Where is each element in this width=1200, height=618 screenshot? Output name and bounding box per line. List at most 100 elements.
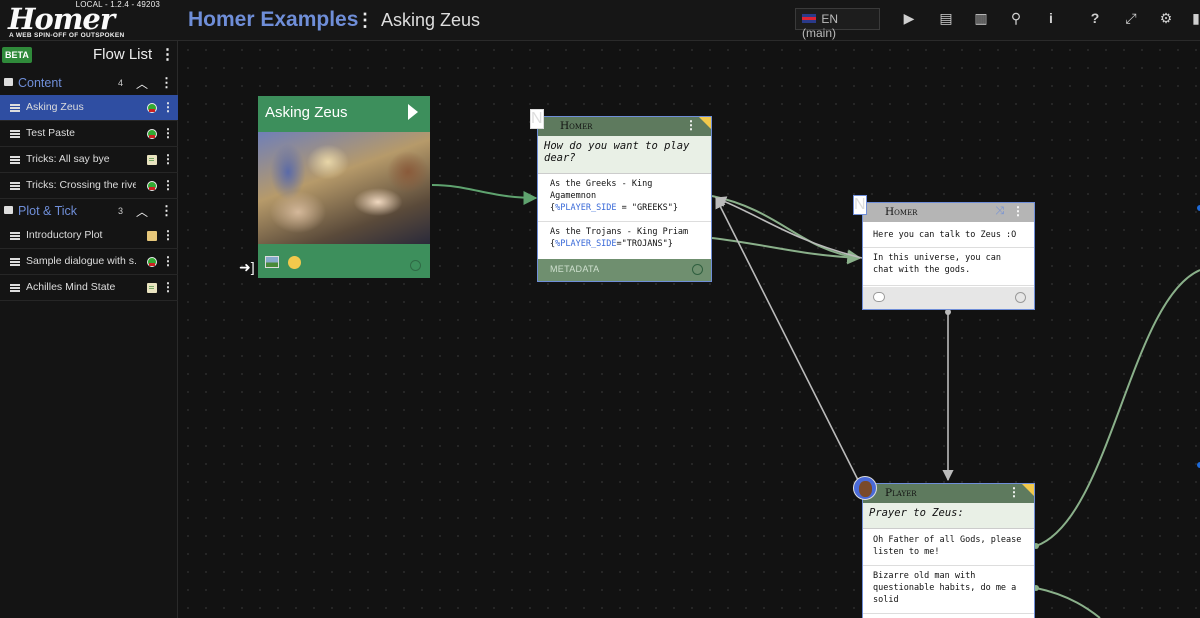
- corner-flag-icon: [1022, 484, 1034, 496]
- metadata-label[interactable]: METADATA: [550, 264, 600, 274]
- play-icon[interactable]: [408, 104, 418, 120]
- image-icon[interactable]: [265, 256, 279, 268]
- option-text: As the Greeks - King Agamemnon: [550, 179, 653, 201]
- language-selector[interactable]: EN (main): [795, 8, 880, 40]
- flow-item-menu-button[interactable]: ⋮: [162, 228, 174, 242]
- random-line-1[interactable]: Here you can talk to Zeus :O: [863, 224, 1034, 248]
- player-option-2[interactable]: Bizarre old man with questionable habits…: [863, 566, 1034, 614]
- folder-plot-and-tick[interactable]: Plot & Tick 3 ︿ ⋮: [0, 201, 178, 223]
- flow-item-asking-zeus[interactable]: Asking Zeus ⋮: [0, 95, 178, 121]
- shuffle-icon[interactable]: ⤨: [995, 205, 1004, 217]
- beta-badge: BETA: [2, 47, 32, 63]
- globe-status-icon: [147, 103, 157, 113]
- comment-icon[interactable]: [873, 292, 885, 302]
- flow-item-tricks-crossing-river[interactable]: Tricks: Crossing the river ⋮: [0, 173, 178, 199]
- node-header[interactable]: Homer ⋮: [538, 117, 711, 136]
- flow-item-test-paste[interactable]: Test Paste ⋮: [0, 121, 178, 147]
- dialogue-node-player[interactable]: Player ⋮ Prayer to Zeus: Oh Father of al…: [862, 483, 1035, 618]
- project-menu-button[interactable]: ⋮: [356, 10, 374, 30]
- drag-handle-icon[interactable]: [10, 104, 20, 112]
- smiley-icon[interactable]: [410, 260, 421, 271]
- folder-menu-button[interactable]: ⋮: [160, 203, 173, 218]
- node-footer: METADATA: [538, 259, 711, 281]
- chevron-up-icon[interactable]: ︿: [136, 77, 149, 91]
- lock-icon[interactable]: ▮: [1192, 10, 1200, 26]
- flow-item-label: Achilles Mind State: [26, 281, 116, 293]
- flow-list-title: Flow List: [93, 46, 153, 63]
- flow-item-sample-dialogue[interactable]: Sample dialogue with s... ⋮: [0, 249, 178, 275]
- option-condition: = "GREEKS"}: [616, 203, 678, 213]
- note-status-icon: [147, 283, 157, 293]
- dialogue-node-homer-random[interactable]: Homer ⤨ ⋮ Here you can talk to Zeus :O I…: [862, 202, 1035, 310]
- folder-count: 4: [118, 78, 124, 88]
- node-menu-button[interactable]: ⋮: [1008, 485, 1020, 499]
- start-node-image: [258, 132, 430, 244]
- flow-item-menu-button[interactable]: ⋮: [162, 178, 174, 192]
- smiley-icon[interactable]: [692, 264, 703, 275]
- folder-icon: [4, 78, 13, 86]
- dialogue-line[interactable]: Prayer to Zeus:: [863, 503, 1034, 529]
- gear-icon[interactable]: ⚙: [1159, 10, 1173, 26]
- drag-handle-icon[interactable]: [10, 284, 20, 292]
- option-variable: %PLAYER_SIDE: [555, 239, 617, 249]
- search-icon[interactable]: ⚲: [1010, 10, 1022, 26]
- option-condition-open: {: [550, 239, 556, 249]
- entry-point-icon: ➜]: [239, 259, 255, 275]
- drag-handle-icon[interactable]: [10, 258, 20, 266]
- flow-item-menu-button[interactable]: ⋮: [162, 152, 174, 166]
- player-option-1[interactable]: Oh Father of all Gods, please listen to …: [863, 529, 1034, 566]
- document-icon[interactable]: ▤: [939, 10, 953, 26]
- logo[interactable]: LOCAL - 1.2.4 - 49203 Homer A WEB SPIN-O…: [0, 0, 178, 41]
- node-menu-button[interactable]: ⋮: [685, 118, 697, 132]
- fullscreen-icon[interactable]: ⤢: [1125, 10, 1137, 26]
- option-text: As the Trojans - King Priam: [550, 227, 689, 237]
- smiley-icon[interactable]: [1015, 292, 1026, 303]
- drag-handle-icon[interactable]: [10, 156, 20, 164]
- folder-content[interactable]: Content 4 ︿ ⋮: [0, 73, 178, 95]
- option-greeks[interactable]: As the Greeks - King Agamemnon {%PLAYER_…: [538, 174, 711, 222]
- help-icon[interactable]: ?: [1090, 10, 1100, 26]
- folder-name: Plot & Tick: [18, 204, 78, 218]
- random-line-2[interactable]: In this universe, you can chat with the …: [863, 248, 1034, 286]
- map-icon[interactable]: ▥: [974, 10, 988, 26]
- play-icon[interactable]: ▶: [903, 10, 915, 26]
- start-node[interactable]: Asking Zeus: [258, 96, 430, 278]
- flow-item-tricks-all-say-bye[interactable]: Tricks: All say bye ⋮: [0, 147, 178, 173]
- drag-handle-icon[interactable]: [10, 182, 20, 190]
- uk-flag-icon: [802, 14, 816, 23]
- node-header[interactable]: Homer ⤨ ⋮: [863, 203, 1034, 222]
- folder-menu-button[interactable]: ⋮: [160, 75, 173, 90]
- folder-name: Content: [18, 76, 62, 90]
- node-header[interactable]: Player ⋮: [863, 484, 1034, 503]
- dialogue-node-homer-question[interactable]: Homer ⋮ How do you want to play dear? As…: [537, 116, 712, 282]
- option-trojans[interactable]: As the Trojans - King Priam {%PLAYER_SID…: [538, 222, 711, 260]
- chevron-up-icon[interactable]: ︿: [136, 205, 149, 219]
- flow-item-label: Tricks: All say bye: [26, 153, 110, 165]
- folder-icon: [4, 206, 13, 214]
- option-condition-open: {: [550, 203, 556, 213]
- version-label: LOCAL - 1.2.4 - 49203: [75, 0, 160, 9]
- flow-item-menu-button[interactable]: ⋮: [162, 280, 174, 294]
- flow-item-label: Tricks: Crossing the river: [26, 179, 136, 191]
- language-label: EN (main): [802, 12, 839, 40]
- flow-item-menu-button[interactable]: ⋮: [162, 254, 174, 268]
- flow-item-label: Sample dialogue with s...: [26, 255, 136, 267]
- flow-list-menu-button[interactable]: ⋮: [160, 46, 175, 63]
- dialogue-line[interactable]: How do you want to play dear?: [538, 136, 711, 174]
- flow-item-menu-button[interactable]: ⋮: [162, 126, 174, 140]
- plot-status-icon: [147, 231, 157, 241]
- logo-text: Homer: [8, 2, 115, 36]
- flow-item-achilles-mind-state[interactable]: Achilles Mind State ⋮: [0, 275, 178, 301]
- drag-handle-icon[interactable]: [10, 130, 20, 138]
- speaker-name: Homer: [885, 206, 918, 218]
- globe-status-icon: [147, 181, 157, 191]
- flow-item-introductory-plot[interactable]: Introductory Plot ⋮: [0, 223, 178, 249]
- project-title[interactable]: Homer Examples: [188, 8, 359, 31]
- node-menu-button[interactable]: ⋮: [1012, 204, 1024, 218]
- drag-handle-icon[interactable]: [10, 232, 20, 240]
- emoji-icon[interactable]: [288, 256, 301, 269]
- speaker-name: Homer: [560, 120, 593, 132]
- option-condition: ="TROJANS"}: [616, 239, 673, 249]
- info-icon[interactable]: i: [1049, 10, 1053, 26]
- flow-item-menu-button[interactable]: ⋮: [162, 100, 174, 114]
